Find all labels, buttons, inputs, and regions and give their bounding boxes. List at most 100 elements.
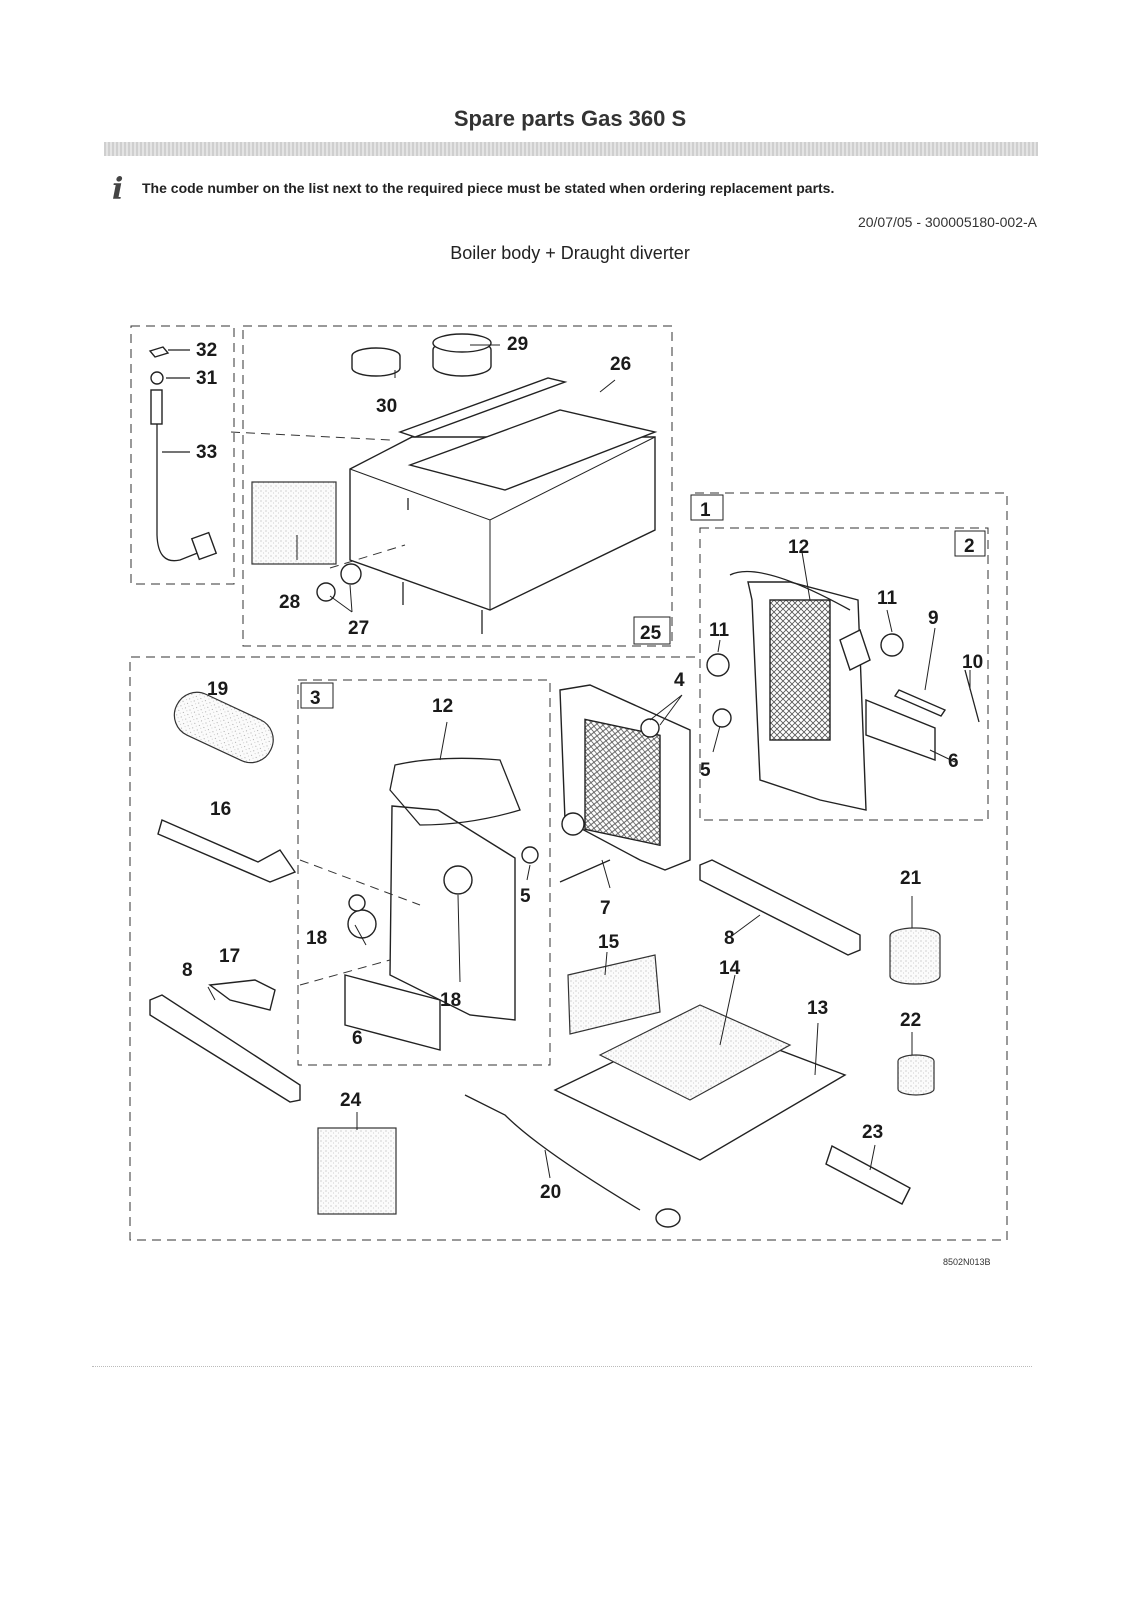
group-2-section bbox=[706, 570, 980, 811]
ring-30 bbox=[351, 347, 401, 377]
plug-27 bbox=[316, 582, 336, 602]
callout-8-right: 8 bbox=[724, 928, 735, 949]
central-section bbox=[559, 684, 691, 883]
sensor-body bbox=[150, 389, 163, 425]
callout-15: 15 bbox=[598, 932, 620, 953]
callout-24: 24 bbox=[340, 1090, 362, 1111]
callout-3: 3 bbox=[310, 688, 321, 709]
ordering-note: The code number on the list next to the … bbox=[142, 180, 835, 196]
brush-20 bbox=[464, 1094, 641, 1211]
plate-6a bbox=[344, 974, 441, 1051]
pipe-16 bbox=[157, 819, 297, 883]
callout-10: 10 bbox=[962, 652, 983, 673]
gasket-strip bbox=[397, 377, 568, 438]
sensor-assembly bbox=[148, 346, 218, 562]
insulation-19 bbox=[173, 691, 274, 764]
callout-31: 31 bbox=[196, 368, 218, 389]
box-tag-2 bbox=[954, 530, 986, 557]
callout-6-right: 6 bbox=[948, 751, 959, 772]
callout-20: 20 bbox=[540, 1182, 561, 1203]
header-rule bbox=[104, 142, 1038, 156]
document-reference: 20/07/05 - 300005180-002-A bbox=[857, 214, 1037, 230]
callout-28: 28 bbox=[279, 592, 300, 613]
diverter-edges bbox=[349, 436, 656, 610]
connector-33 bbox=[190, 531, 218, 561]
callout-numbers: 32 31 33 30 29 26 28 27 25 1 2 12 11 11 … bbox=[182, 334, 983, 1203]
callout-29: 29 bbox=[507, 334, 528, 355]
footer-rule bbox=[92, 1366, 1032, 1367]
callout-8-left: 8 bbox=[182, 960, 193, 981]
callout-19: 19 bbox=[207, 679, 228, 700]
rope-12b bbox=[729, 570, 851, 611]
sensor-cable-33 bbox=[156, 424, 201, 562]
callout-12-left: 12 bbox=[432, 696, 453, 717]
callout-5-bottom: 5 bbox=[520, 886, 531, 907]
callout-6-left: 6 bbox=[352, 1028, 363, 1049]
diverter-housing bbox=[349, 436, 656, 611]
pin-10 bbox=[964, 669, 980, 723]
callout-1: 1 bbox=[700, 500, 711, 521]
callout-9: 9 bbox=[928, 608, 939, 629]
rail-8a bbox=[149, 994, 301, 1103]
page-title: Spare parts Gas 360 S bbox=[453, 106, 687, 131]
gasket-pack-24 bbox=[317, 1127, 397, 1215]
insulation-14 bbox=[598, 1004, 792, 1101]
callout-4: 4 bbox=[674, 670, 685, 691]
gasket-pack-28 bbox=[251, 481, 337, 565]
rail-8b bbox=[699, 859, 861, 956]
nipple-5b bbox=[712, 708, 732, 728]
info-icon: i bbox=[112, 172, 124, 207]
assembly-guides-top bbox=[230, 431, 406, 569]
boss-2 bbox=[839, 629, 871, 671]
group-3-section bbox=[299, 757, 539, 1051]
collar-29-top bbox=[432, 333, 492, 353]
callout-18-bottom: 18 bbox=[440, 990, 461, 1011]
section-frame-3 bbox=[389, 805, 516, 1021]
callout-32: 32 bbox=[196, 340, 217, 361]
callout-7: 7 bbox=[600, 898, 611, 919]
box-group-1 bbox=[129, 492, 1008, 1241]
callout-21: 21 bbox=[900, 868, 922, 889]
leader-lines bbox=[207, 344, 971, 1179]
plug-3 bbox=[348, 894, 366, 912]
nipple-5a bbox=[521, 846, 539, 864]
nut-31 bbox=[150, 371, 164, 385]
insulation-15 bbox=[567, 954, 661, 1035]
rod-7 bbox=[559, 859, 611, 883]
box-group-25 bbox=[242, 325, 673, 647]
drawing-code: 8502N013B bbox=[943, 1257, 991, 1267]
foot-4 bbox=[561, 812, 585, 836]
callout-16: 16 bbox=[210, 799, 231, 820]
callout-23: 23 bbox=[862, 1122, 883, 1143]
callout-11-left: 11 bbox=[709, 620, 730, 641]
callout-33: 33 bbox=[196, 442, 217, 463]
plate-6b bbox=[865, 698, 936, 761]
callout-26: 26 bbox=[610, 354, 631, 375]
nipple-4 bbox=[640, 718, 660, 738]
rope-12a bbox=[389, 757, 521, 826]
box-tag-3 bbox=[300, 682, 334, 709]
screws-25 bbox=[402, 498, 483, 634]
rod-9 bbox=[893, 689, 947, 717]
sealant-tube-23 bbox=[825, 1144, 911, 1205]
box-tag-25 bbox=[633, 616, 671, 645]
pipes-and-rails bbox=[149, 691, 861, 1103]
bracket-32 bbox=[148, 346, 170, 358]
group-boxes bbox=[129, 325, 1008, 1241]
callout-11-right: 11 bbox=[877, 588, 898, 609]
callout-5-top: 5 bbox=[700, 760, 711, 781]
callout-leaders bbox=[207, 344, 971, 1179]
brush-handle-20 bbox=[655, 1208, 681, 1228]
diagram-subtitle: Boiler body + Draught diverter bbox=[450, 243, 690, 263]
flange-18a bbox=[443, 865, 473, 895]
box-group-3 bbox=[297, 679, 551, 1066]
callout-17: 17 bbox=[219, 946, 240, 967]
assembly-guides-front bbox=[299, 859, 421, 986]
callout-14: 14 bbox=[719, 958, 741, 979]
section-mesh-4 bbox=[584, 718, 661, 847]
callout-30: 30 bbox=[376, 396, 397, 417]
callout-18-left: 18 bbox=[306, 928, 327, 949]
callout-13: 13 bbox=[807, 998, 828, 1019]
box-group-2 bbox=[699, 527, 989, 821]
